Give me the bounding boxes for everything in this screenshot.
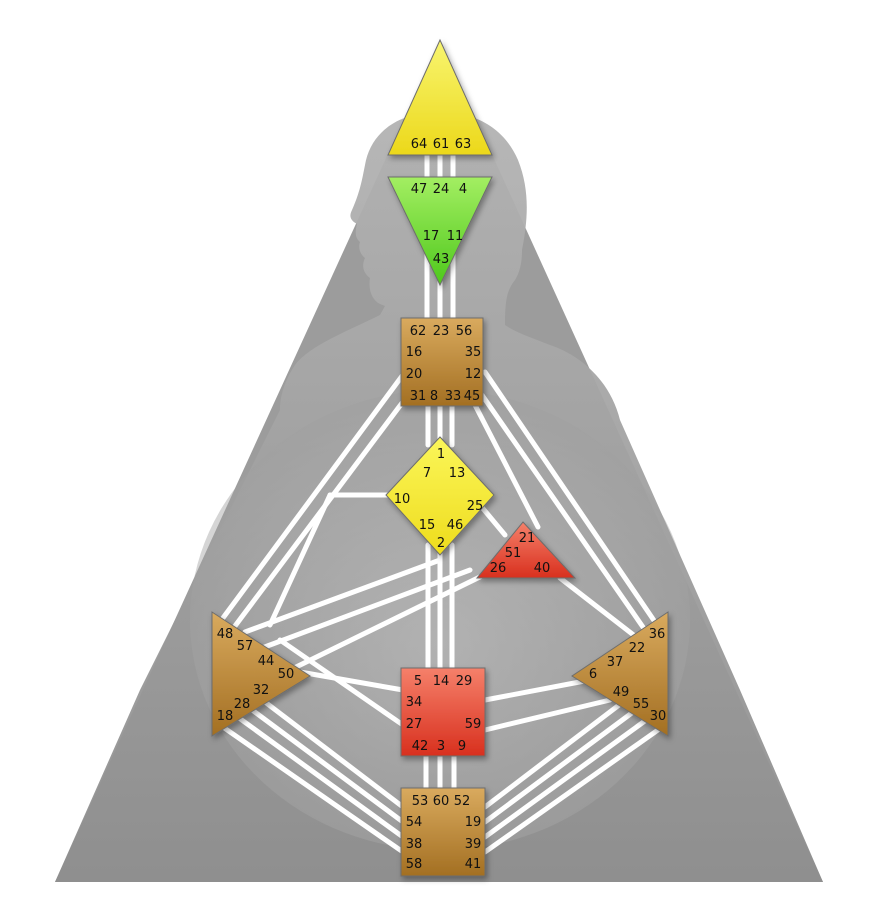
gate-12: 12 xyxy=(465,367,482,382)
gate-3: 3 xyxy=(437,739,445,754)
channel-line xyxy=(267,492,333,628)
gate-17: 17 xyxy=(423,229,440,244)
g-center xyxy=(385,436,495,556)
ajna-center xyxy=(387,176,493,287)
gate-31: 31 xyxy=(410,389,427,404)
gate-40: 40 xyxy=(534,561,551,576)
channel-line xyxy=(225,707,406,840)
channel-line xyxy=(242,557,443,635)
gate-42: 42 xyxy=(412,739,429,754)
gate-51: 51 xyxy=(505,546,522,561)
gate-59: 59 xyxy=(465,717,482,732)
gate-10: 10 xyxy=(394,492,411,507)
channel-line xyxy=(479,392,648,633)
channel-line xyxy=(482,695,655,825)
gate-62: 62 xyxy=(410,324,427,339)
gate-44: 44 xyxy=(258,654,275,669)
gate-57: 57 xyxy=(237,639,254,654)
gate-27: 27 xyxy=(406,717,423,732)
channel-line xyxy=(233,695,406,825)
gate-41: 41 xyxy=(465,857,482,872)
gate-60: 60 xyxy=(433,794,450,809)
throat-center xyxy=(400,317,484,407)
gate-26: 26 xyxy=(490,561,507,576)
channel-line xyxy=(482,697,613,733)
gate-1: 1 xyxy=(437,447,445,462)
gate-39: 39 xyxy=(465,837,482,852)
channel-line xyxy=(482,677,593,703)
gate-22: 22 xyxy=(629,641,646,656)
gate-8: 8 xyxy=(430,389,438,404)
gate-30: 30 xyxy=(650,709,667,724)
gate-4: 4 xyxy=(459,182,467,197)
channel-line xyxy=(217,369,408,625)
gate-21: 21 xyxy=(519,531,536,546)
gate-37: 37 xyxy=(607,655,624,670)
gate-20: 20 xyxy=(406,367,423,382)
gate-47: 47 xyxy=(411,182,428,197)
gate-2: 2 xyxy=(437,536,445,551)
gate-36: 36 xyxy=(649,627,666,642)
gate-5: 5 xyxy=(414,674,422,689)
channel-line xyxy=(557,575,643,643)
gate-15: 15 xyxy=(419,518,436,533)
channel-line xyxy=(277,637,406,728)
channel-line xyxy=(482,683,647,810)
gate-18: 18 xyxy=(217,709,234,724)
gate-33: 33 xyxy=(445,389,462,404)
sacral-center xyxy=(400,667,486,757)
gate-53: 53 xyxy=(412,794,429,809)
gate-61: 61 xyxy=(433,137,450,152)
gate-19: 19 xyxy=(465,815,482,830)
gate-32: 32 xyxy=(253,683,270,698)
gate-24: 24 xyxy=(433,182,450,197)
channel-line xyxy=(297,669,406,693)
channel-line xyxy=(482,707,663,840)
channel-line xyxy=(259,567,473,651)
head-center xyxy=(387,38,493,156)
channel-line xyxy=(482,369,658,625)
gate-7: 7 xyxy=(423,466,431,481)
gate-48: 48 xyxy=(217,627,234,642)
channel-line xyxy=(217,722,406,855)
spleen-center xyxy=(211,611,311,737)
heart-center xyxy=(475,521,577,579)
gate-63: 63 xyxy=(455,137,472,152)
gate-58: 58 xyxy=(406,857,423,872)
gate-28: 28 xyxy=(234,697,251,712)
solar-plexus-center xyxy=(571,611,669,737)
gate-9: 9 xyxy=(458,739,466,754)
gate-16: 16 xyxy=(406,345,423,360)
gate-50: 50 xyxy=(278,667,295,682)
gate-54: 54 xyxy=(406,815,423,830)
gate-34: 34 xyxy=(406,695,423,710)
channel-line xyxy=(287,569,493,673)
root-center xyxy=(400,787,486,877)
channel-line xyxy=(472,402,541,530)
gate-49: 49 xyxy=(613,685,630,700)
gate-13: 13 xyxy=(449,466,466,481)
gate-6: 6 xyxy=(589,667,597,682)
gate-25: 25 xyxy=(467,499,484,514)
channel-line xyxy=(241,683,406,810)
gate-45: 45 xyxy=(464,389,481,404)
gate-14: 14 xyxy=(433,674,450,689)
gate-64: 64 xyxy=(411,137,428,152)
gate-46: 46 xyxy=(447,518,464,533)
gate-29: 29 xyxy=(456,674,473,689)
gate-52: 52 xyxy=(454,794,471,809)
channel-line xyxy=(482,722,668,855)
gate-55: 55 xyxy=(633,697,650,712)
gate-43: 43 xyxy=(433,252,450,267)
gate-56: 56 xyxy=(456,324,473,339)
gate-35: 35 xyxy=(465,345,482,360)
gate-11: 11 xyxy=(447,229,464,244)
gate-38: 38 xyxy=(406,837,423,852)
channel-line xyxy=(477,502,508,538)
gate-23: 23 xyxy=(433,324,450,339)
